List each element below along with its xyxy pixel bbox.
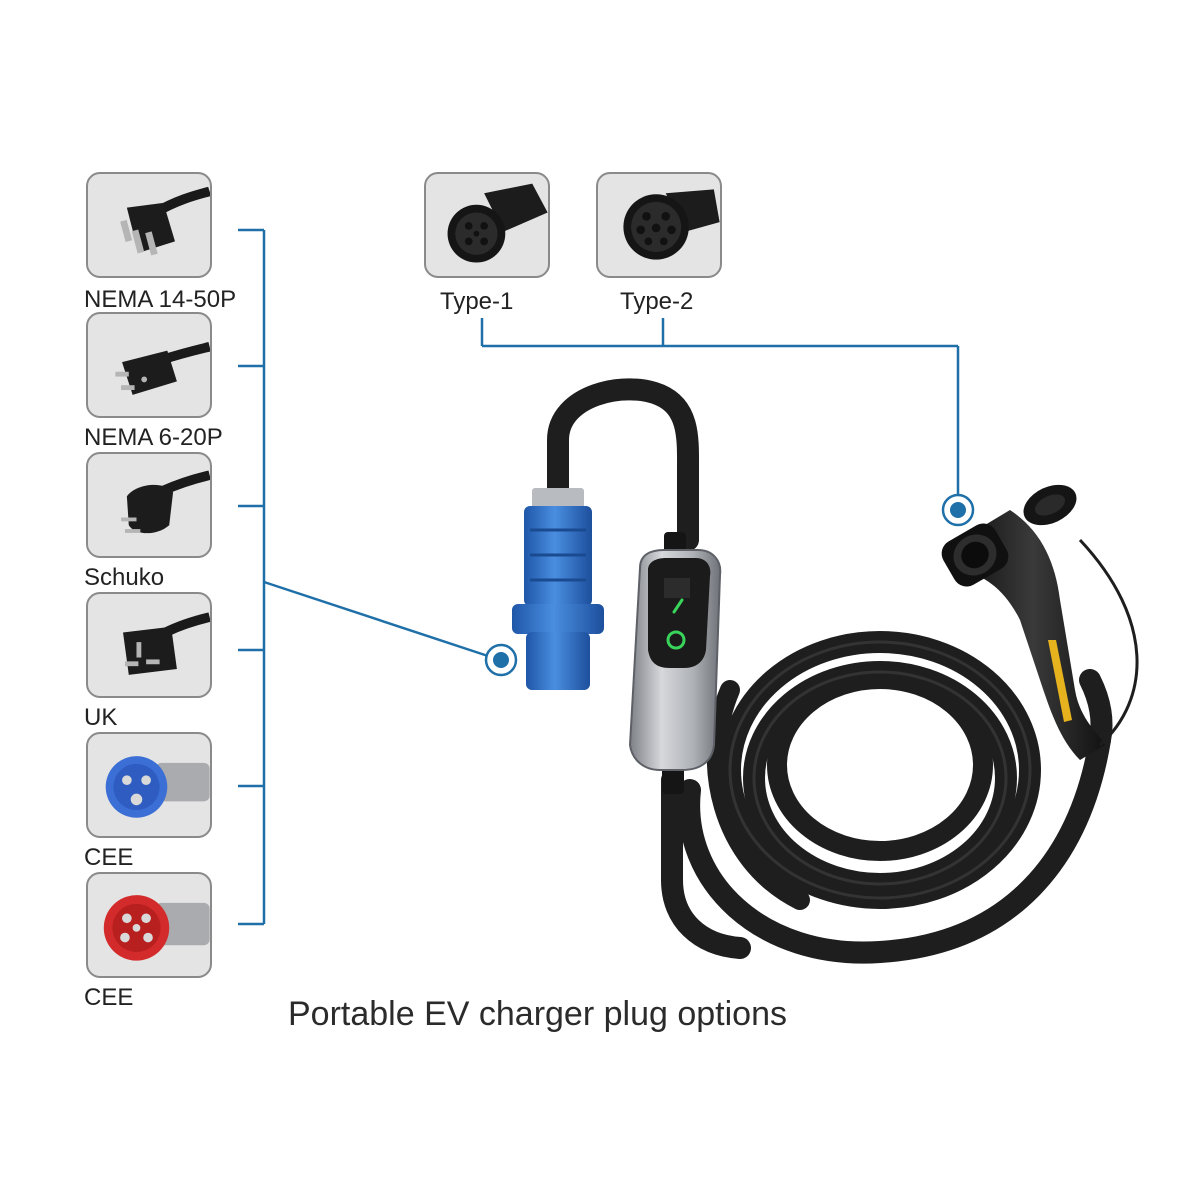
upper-cable-loop	[547, 378, 700, 551]
source-plug-connector-lines	[238, 228, 489, 926]
nema-14-50p-label: NEMA 14-50P	[84, 286, 237, 313]
diagram-caption: Portable EV charger plug options	[288, 995, 787, 1033]
vehicle-connector-handle	[941, 484, 1139, 760]
type-1-connector-icon	[424, 172, 550, 278]
cee-blue-plug-icon	[86, 732, 212, 838]
type-1-label: Type-1	[440, 288, 514, 315]
nema-6-20p-label: NEMA 6-20P	[84, 424, 223, 451]
nema-14-50p-plug-icon	[86, 172, 212, 278]
schuko-plug-icon	[86, 452, 212, 558]
source-plug-marker	[484, 643, 518, 677]
cee-red-label: CEE	[84, 984, 134, 1011]
vehicle-plug-connector-lines	[480, 318, 960, 496]
type-2-label: Type-2	[620, 288, 694, 315]
uk-label: UK	[84, 704, 118, 731]
cee-red-plug-icon	[86, 872, 212, 978]
blue-industrial-plug	[512, 488, 604, 690]
vehicle-plug-marker	[941, 493, 975, 527]
nema-6-20p-plug-icon	[86, 312, 212, 418]
coiled-cable	[678, 631, 1111, 964]
control-box	[628, 549, 722, 771]
status-led	[666, 630, 686, 650]
schuko-label: Schuko	[84, 564, 165, 591]
cee-blue-label: CEE	[84, 844, 134, 871]
type-2-connector-icon	[596, 172, 722, 278]
uk-plug-icon	[86, 592, 212, 698]
